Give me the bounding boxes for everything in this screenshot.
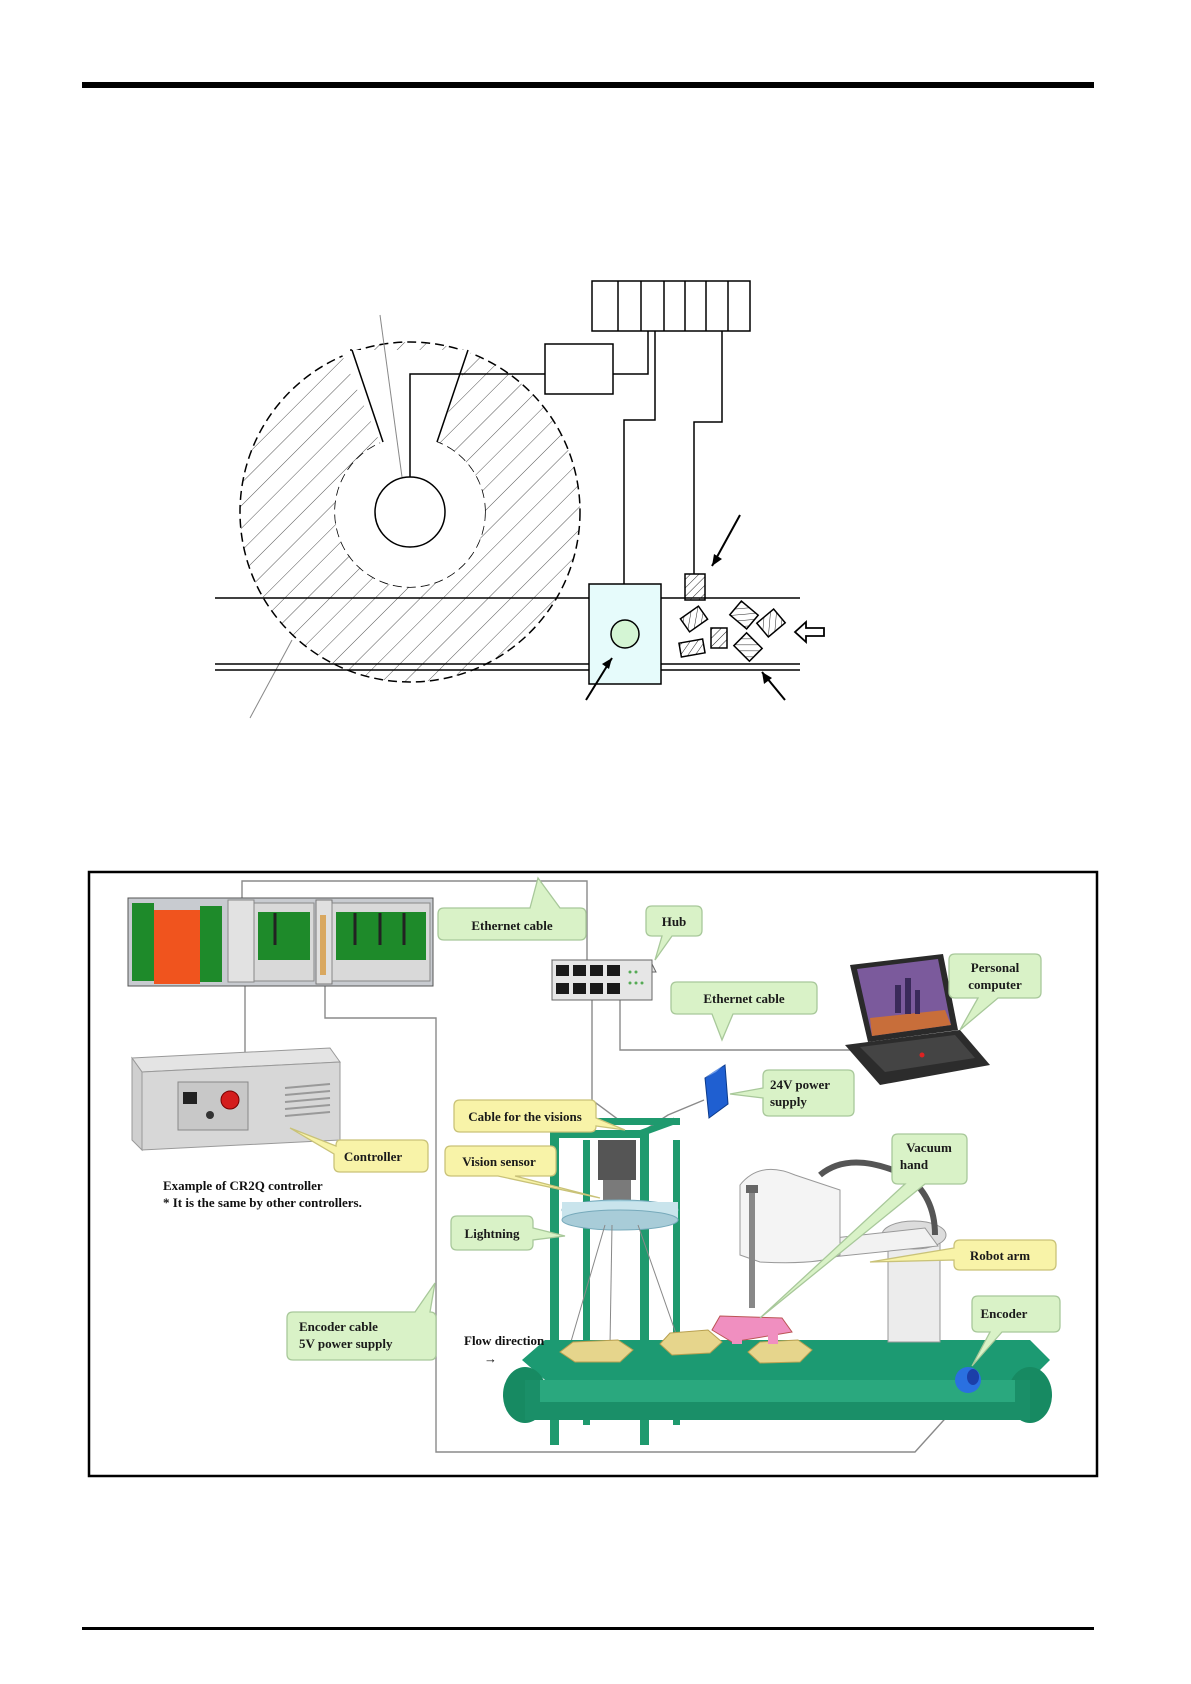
vacuum-hand-label-2: hand: [900, 1157, 929, 1172]
schematic-diagram: [0, 0, 1191, 760]
plc-rack-icon: [128, 898, 433, 986]
workpieces: [560, 1330, 812, 1363]
laptop-icon: [845, 954, 990, 1085]
bottom-rule: [82, 1627, 1094, 1630]
personal-computer-label-2: computer: [968, 977, 1022, 992]
personal-computer-label-1: Personal: [971, 960, 1020, 975]
lightning-label: Lightning: [465, 1226, 520, 1241]
controller-note-1: Example of CR2Q controller: [163, 1178, 323, 1193]
lighting-icon: [562, 1200, 678, 1230]
encoder-cable-label-2: 5V power supply: [299, 1336, 393, 1351]
hub-icon: [552, 960, 656, 1000]
vacuum-hand-label-1: Vacuum: [906, 1140, 952, 1155]
vision-frame: [550, 1118, 680, 1445]
encoder-sensor: [685, 574, 705, 600]
robot-arm-label: Robot arm: [970, 1248, 1030, 1263]
hub-label: Hub: [662, 914, 687, 929]
controller-box: [545, 344, 613, 394]
robot-base-circle: [375, 477, 445, 547]
controller-note-2: * It is the same by other controllers.: [163, 1195, 362, 1210]
controller-label: Controller: [344, 1149, 402, 1164]
cables: [242, 881, 980, 1452]
power-supply-label-2: supply: [770, 1094, 807, 1109]
illustration-frame: [89, 872, 1097, 1476]
callouts: [287, 878, 1060, 1366]
encoder-icon: [955, 1367, 981, 1393]
vision-sensor-label: Vision sensor: [462, 1154, 536, 1169]
flow-direction-icon: [795, 622, 824, 642]
controller-icon: [132, 1048, 340, 1150]
ethernet-cable-top-label: Ethernet cable: [471, 918, 552, 933]
power-supply-icon: [705, 1065, 728, 1118]
ethernet-cable-pc-label: Ethernet cable: [703, 991, 784, 1006]
encoder-cable-label-1: Encoder cable: [299, 1319, 378, 1334]
robot-icon: [712, 1163, 946, 1345]
flow-direction-label: Flow direction: [464, 1333, 545, 1348]
cable-for-visions-label: Cable for the visions: [468, 1109, 582, 1124]
io-rack: [592, 281, 750, 331]
camera-icon: [611, 620, 639, 648]
flow-direction-arrow: →: [484, 1351, 497, 1366]
conveyor-icon: [503, 1340, 1052, 1423]
encoder-label: Encoder: [981, 1306, 1028, 1321]
power-supply-label-1: 24V power: [770, 1077, 830, 1092]
workpieces: [679, 601, 785, 661]
area-pointer: [250, 640, 292, 718]
camera-icon: [598, 1140, 636, 1202]
